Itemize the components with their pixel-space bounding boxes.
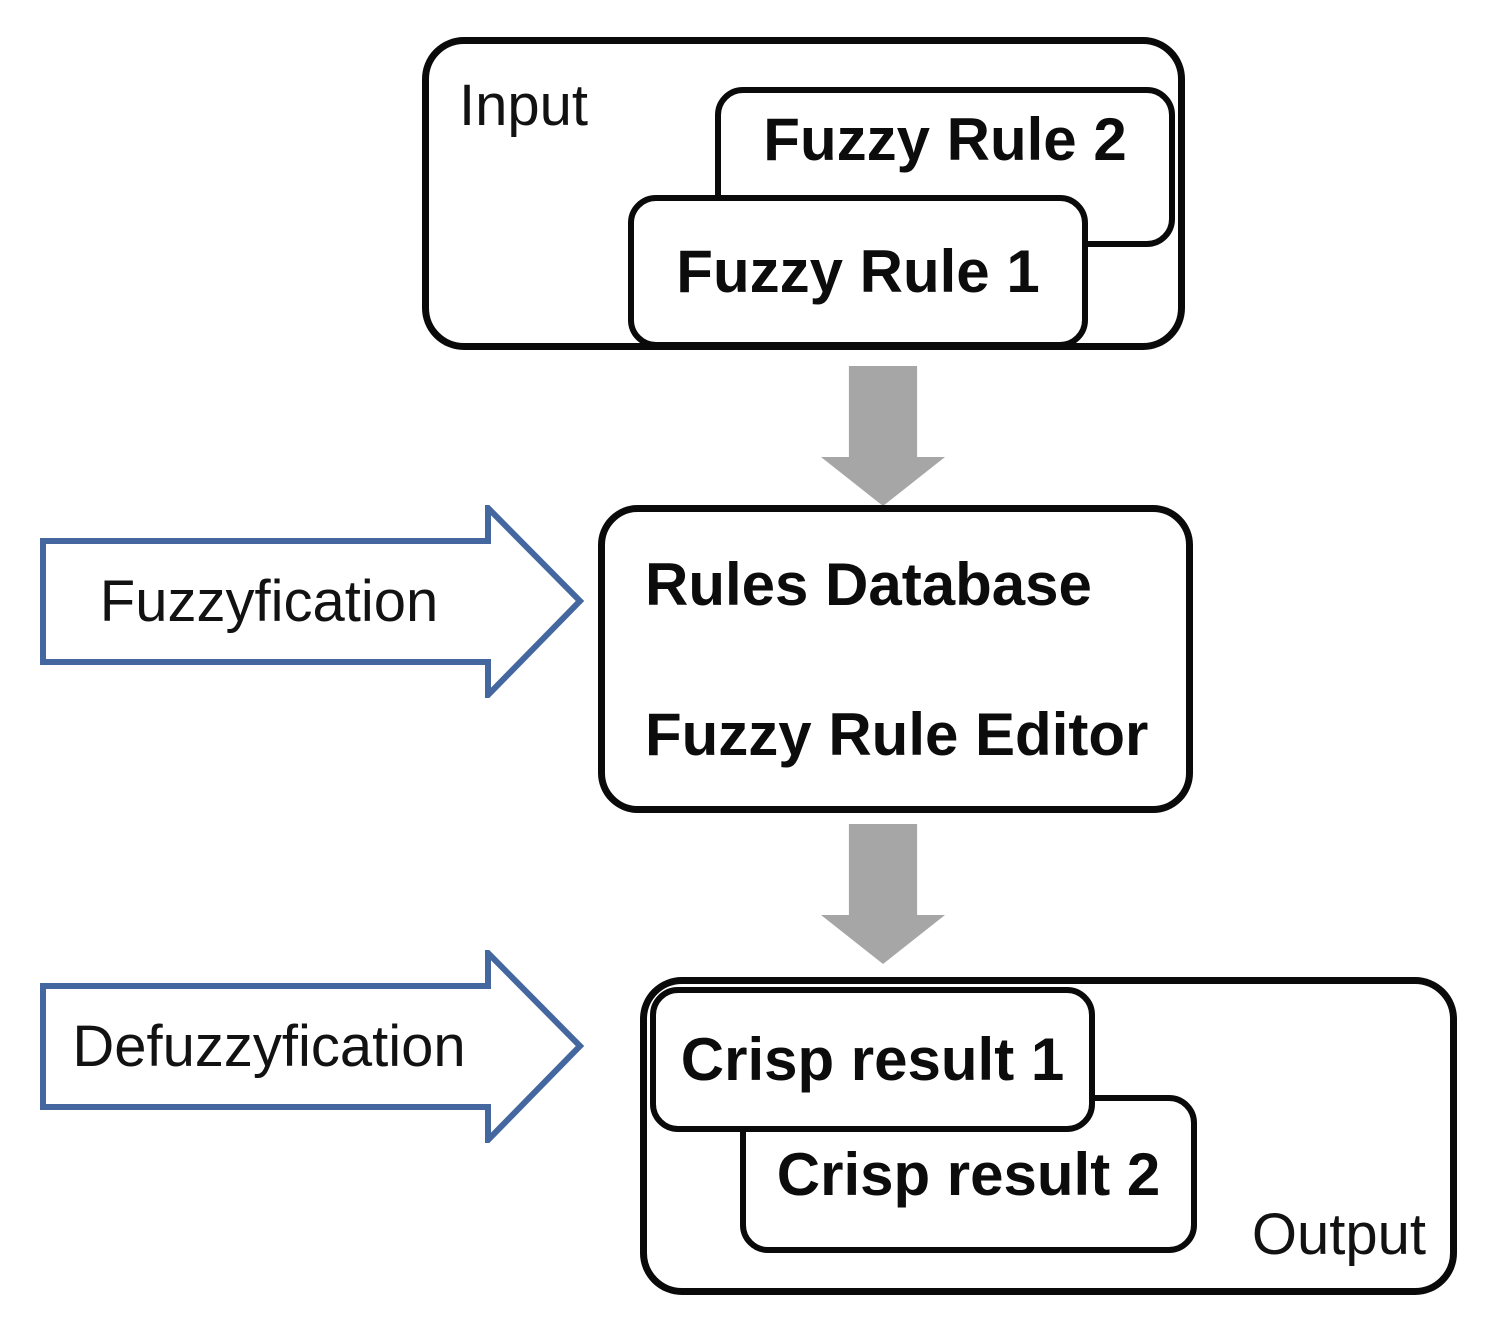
crisp-result-1-box: Crisp result 1 (650, 987, 1095, 1132)
crisp-result-2-label: Crisp result 2 (776, 1140, 1161, 1208)
fuzzyfication-arrow: Fuzzyfication (40, 505, 585, 698)
rules-database-box: Rules Database Fuzzy Rule Editor (598, 505, 1193, 813)
down-arrow-icon (821, 366, 945, 506)
output-label: Output (1251, 1202, 1426, 1267)
fuzzyfication-label: Fuzzyfication (99, 569, 439, 634)
rules-database-label: Rules Database (645, 551, 1092, 618)
fuzzy-rule-editor-label: Fuzzy Rule Editor (645, 701, 1149, 768)
fuzzy-rule-1-box: Fuzzy Rule 1 (628, 195, 1088, 348)
fuzzy-rule-2-label: Fuzzy Rule 2 (763, 106, 1127, 173)
right-arrow-icon (40, 505, 585, 698)
down-arrow-icon (821, 824, 945, 964)
fuzzy-rule-1-label: Fuzzy Rule 1 (676, 238, 1040, 305)
input-label: Input (459, 73, 588, 138)
crisp-result-1-label: Crisp result 1 (680, 1026, 1065, 1093)
defuzzyfication-label: Defuzzyfication (72, 1014, 466, 1079)
defuzzyfication-arrow: Defuzzyfication (40, 950, 585, 1143)
right-arrow-icon (40, 950, 585, 1143)
